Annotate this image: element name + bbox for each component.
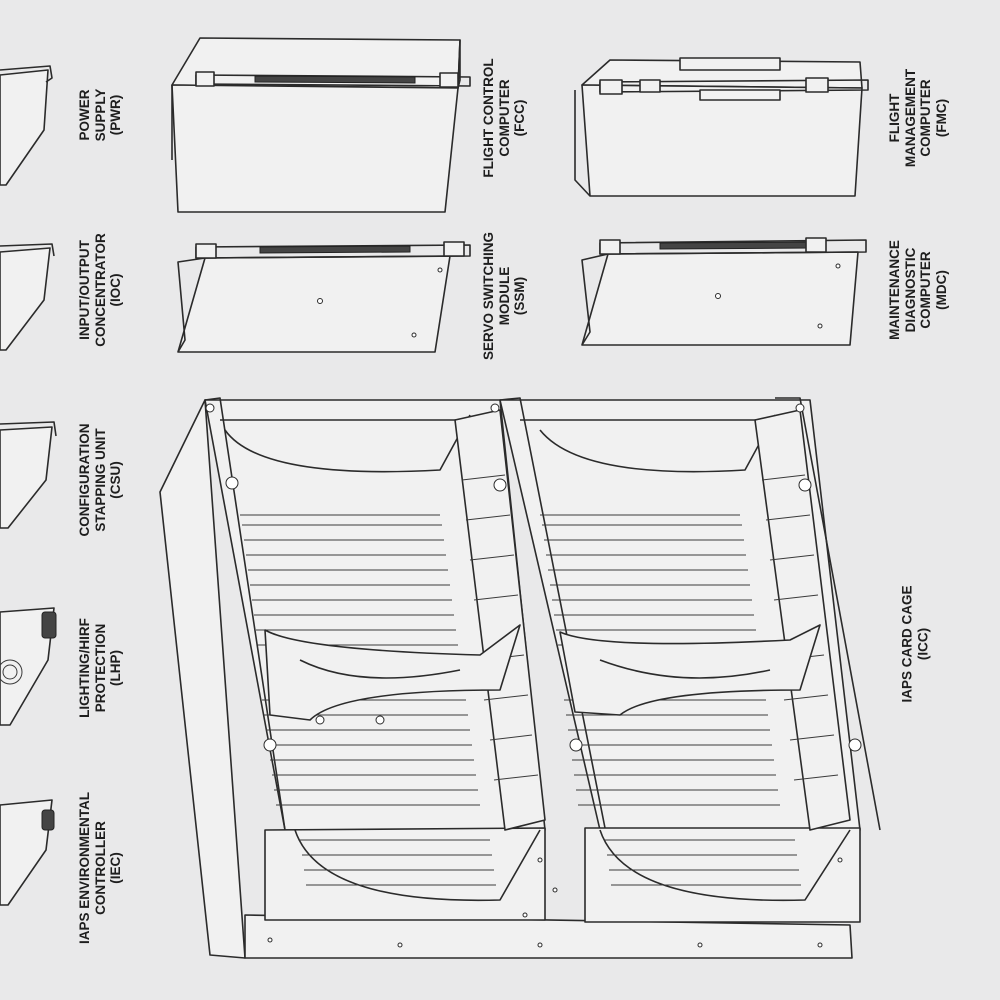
label-fmc-line4: (FMC)	[933, 98, 949, 138]
label-pwr-line2: SUPPLY	[92, 88, 108, 142]
label-ssm-line1: SERVO SWITCHING	[480, 231, 496, 361]
label-fmc-line1: FLIGHT	[887, 93, 902, 143]
label-ssm-line2: MODULE	[496, 266, 512, 326]
label-mdc-line3: COMPUTER	[918, 251, 933, 329]
label-iec-line1: IAPS ENVIRONMENTAL	[76, 791, 92, 945]
label-fmc-line3: COMPUTER	[918, 79, 933, 157]
fmc-box	[574, 57, 869, 197]
label-fcc-line3: (FCC)	[511, 99, 527, 137]
iec-module-partial	[0, 799, 55, 906]
label-lhp-line1: LIGHTING/HIRF	[76, 618, 92, 718]
label-fcc-line2: COMPUTER	[496, 79, 512, 157]
lhp-module-partial	[0, 607, 57, 726]
label-fcc-line1: FLIGHT CONTROL	[480, 58, 496, 178]
label-csu-line3: (CSU)	[107, 461, 123, 499]
label-mdc-line2: DIAGNOSTIC	[902, 247, 918, 333]
csu-module-partial	[0, 421, 57, 529]
label-lhp-line2: PROTECTION	[92, 623, 108, 713]
label-csu-line1: CONFIGURATION	[76, 423, 92, 537]
label-icc-line1: IAPS CARD CAGE	[899, 585, 915, 703]
cross-braces	[264, 624, 821, 721]
mounting-holes	[205, 403, 862, 948]
label-icc-line2: (ICC)	[915, 627, 930, 661]
label-ioc-line2: CONCENTRATOR	[92, 233, 108, 347]
label-ssm-line3: (SSM)	[511, 276, 527, 316]
label-mdc-line1: MAINTENANCE	[887, 240, 902, 340]
label-ioc-line3: (IOC)	[107, 273, 123, 307]
label-iec-line3: (IEC)	[107, 852, 123, 884]
label-iec-line2: CONTROLLER	[92, 821, 108, 915]
label-pwr-line3: (PWR)	[107, 94, 123, 136]
fcc-box	[171, 37, 471, 213]
ssm-board	[177, 241, 471, 353]
ioc-module-partial	[0, 243, 55, 351]
label-ioc-line1: INPUT/OUTPUT	[76, 240, 92, 340]
connector-panels	[454, 409, 851, 831]
label-pwr-line1: POWER	[76, 89, 92, 141]
mdc-board	[581, 237, 867, 346]
label-csu-line2: STAPPING UNIT	[92, 428, 108, 532]
label-fmc-line2: MANAGEMENT	[902, 68, 918, 168]
label-mdc-line4: (MDC)	[933, 270, 949, 310]
label-lhp-line3: (LHP)	[107, 650, 123, 686]
pwr-module-partial	[0, 65, 53, 186]
